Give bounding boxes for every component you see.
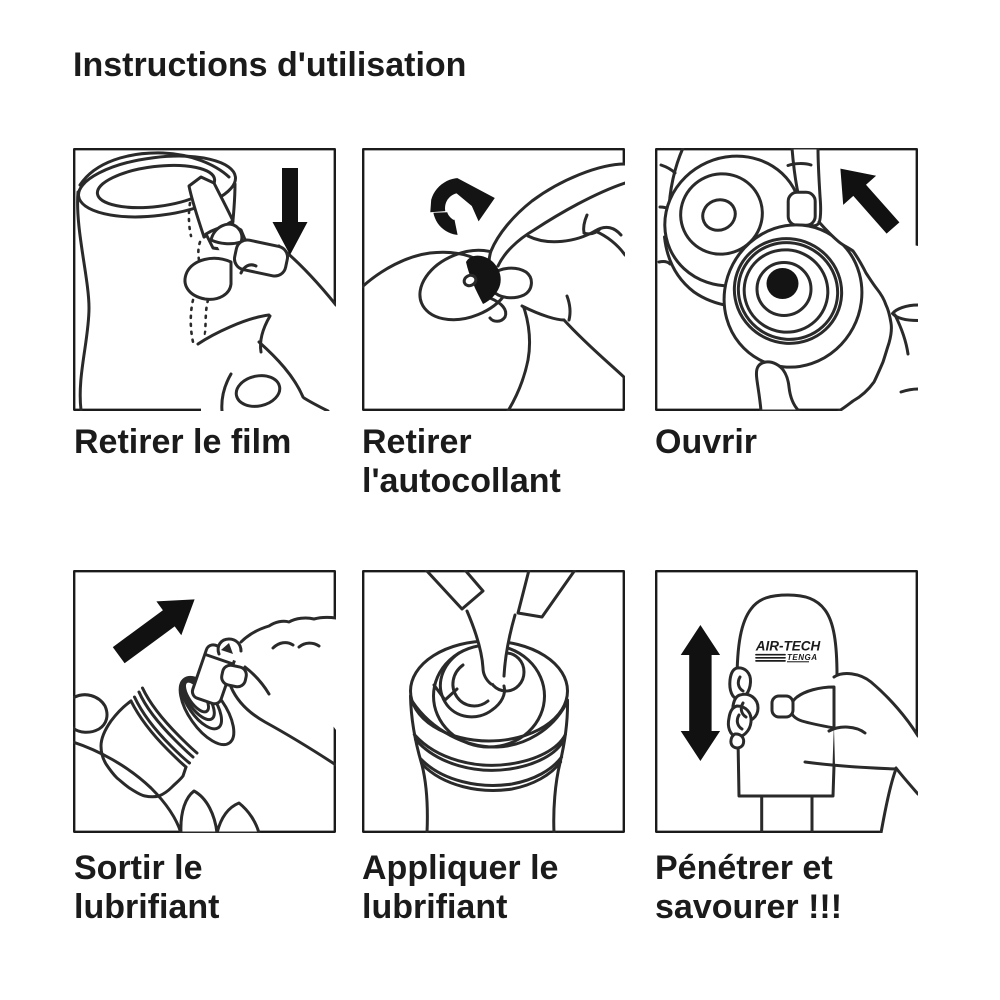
svg-text:AIR-TECH: AIR-TECH — [755, 639, 821, 654]
svg-text:TENGA: TENGA — [787, 653, 818, 662]
